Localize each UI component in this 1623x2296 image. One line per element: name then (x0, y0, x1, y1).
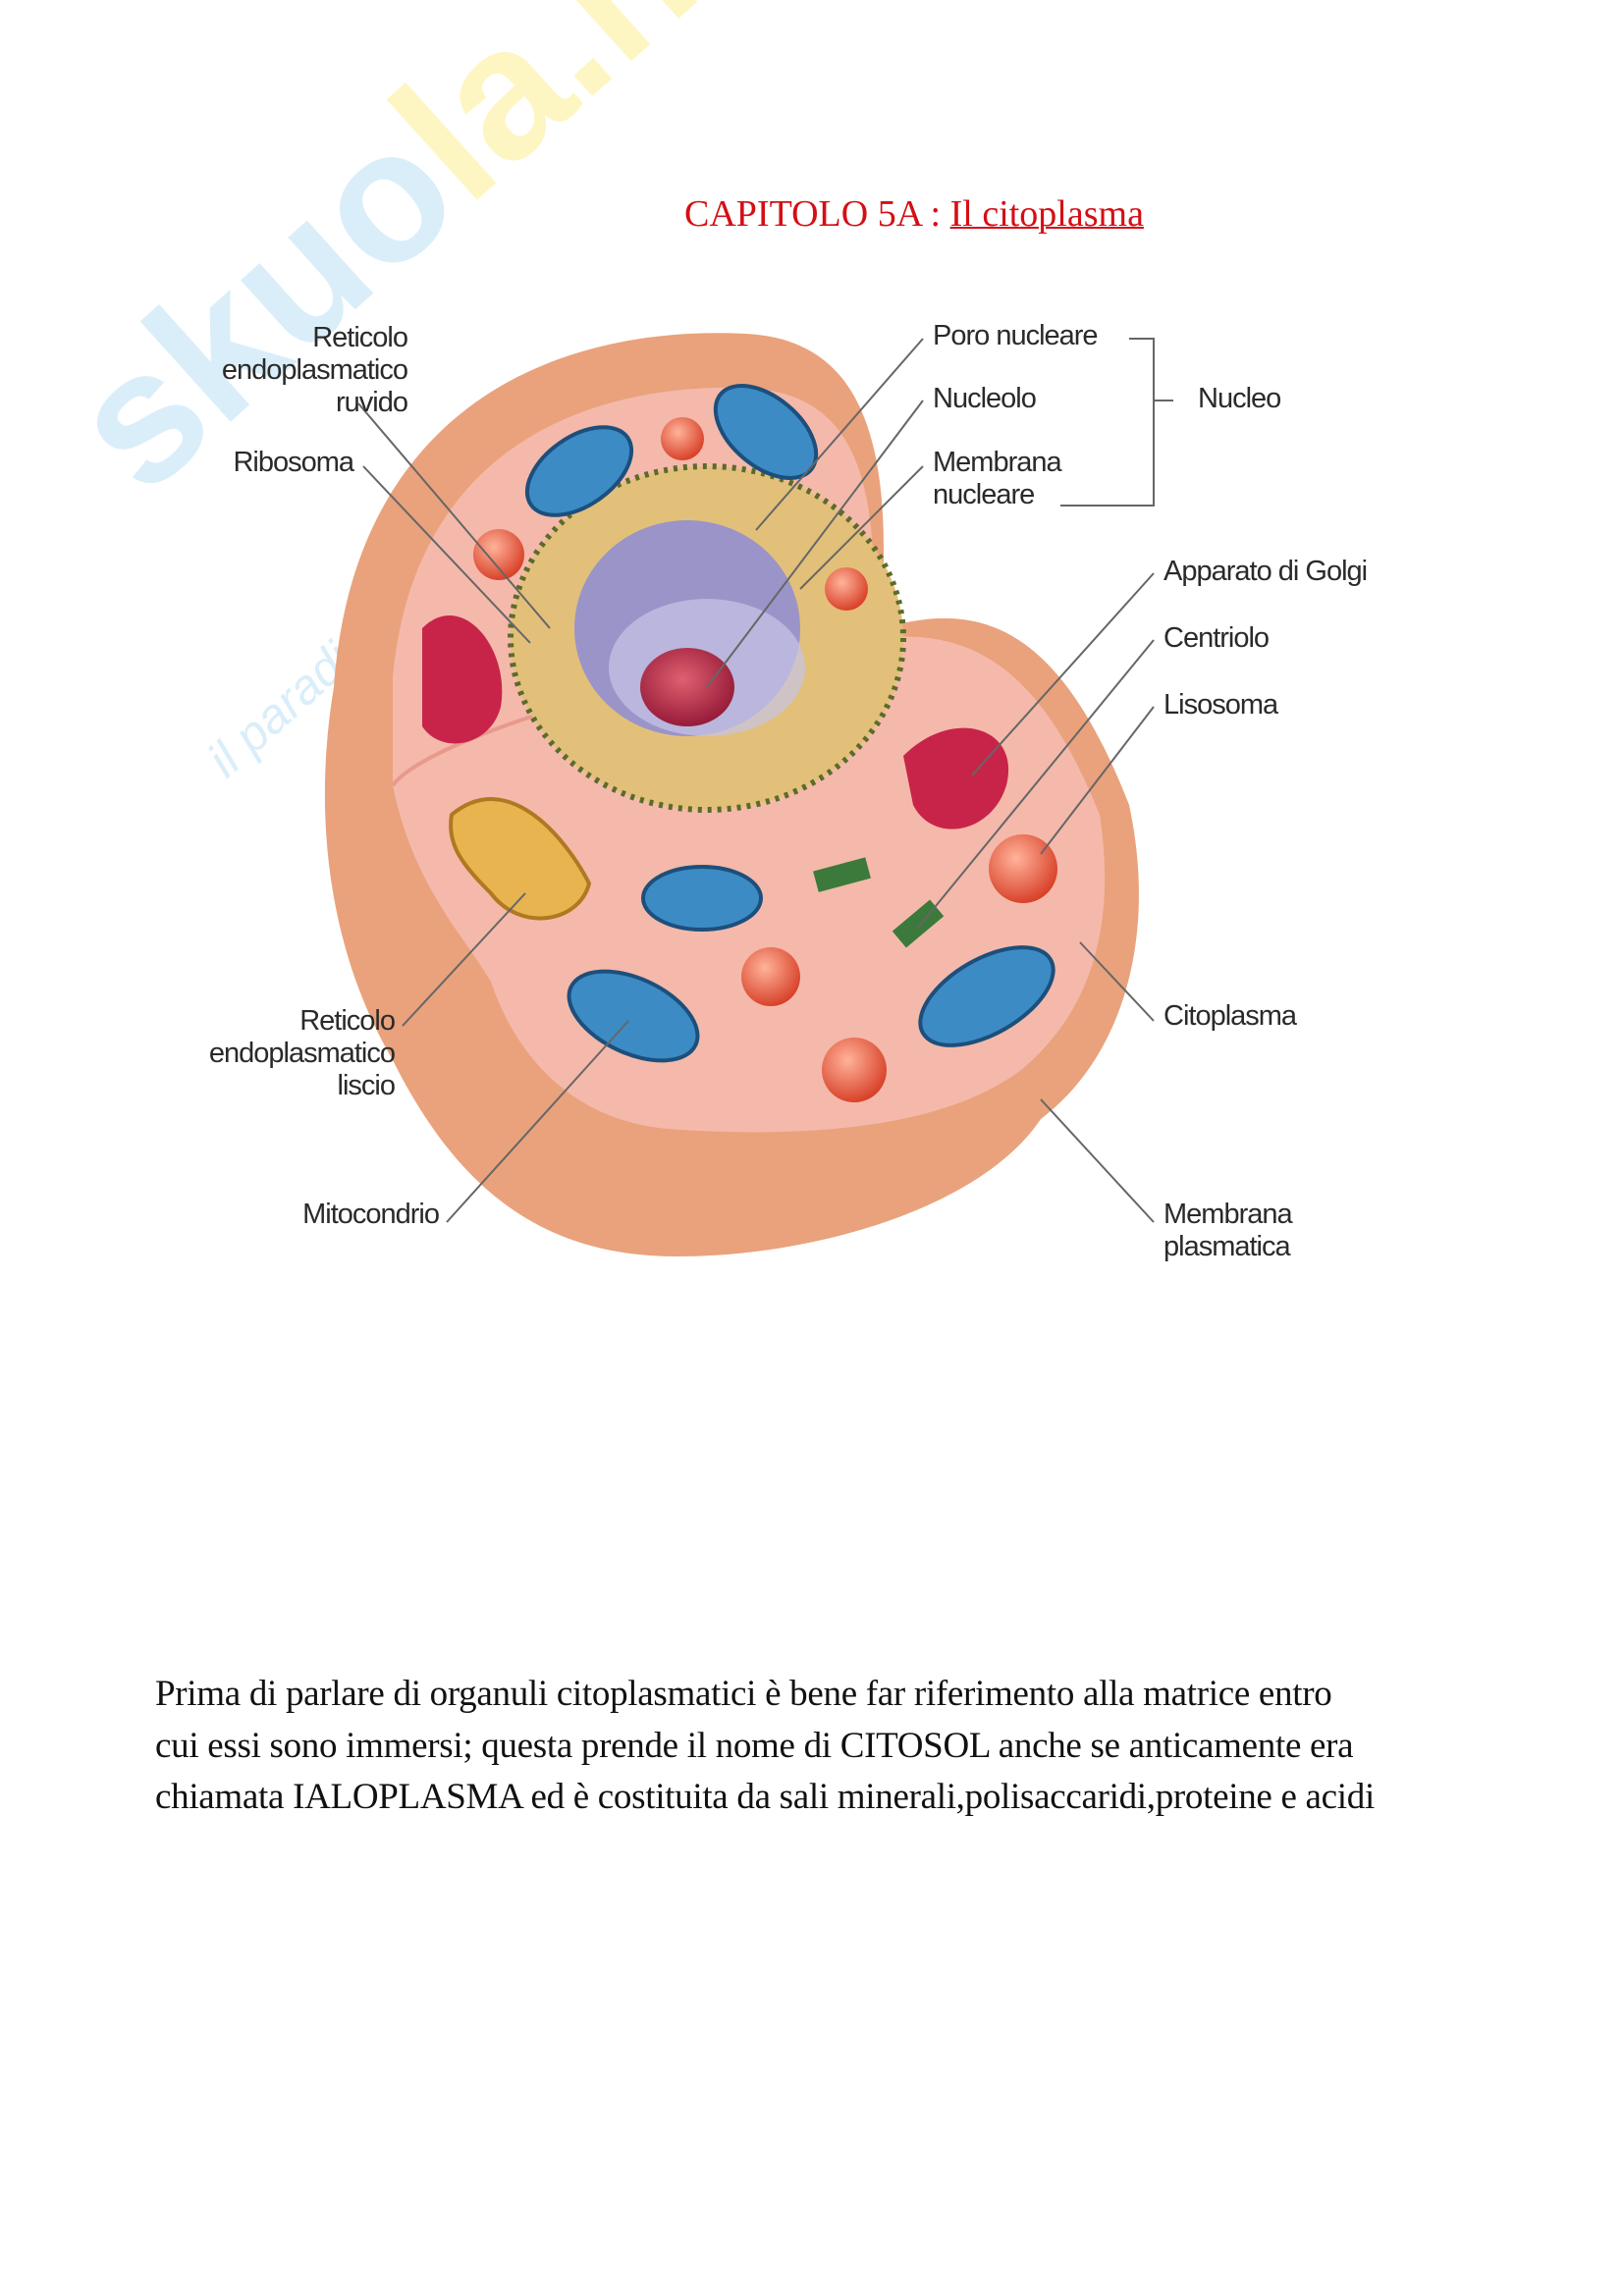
smooth-er (449, 797, 592, 921)
paragraph-line: cui essi sono immersi; questa prende il … (155, 1725, 1354, 1766)
lysosome (741, 947, 800, 1006)
mitochondrion (567, 969, 700, 1063)
lysosome (822, 1038, 887, 1102)
label-cytoplasm: Citoplasma (1163, 1000, 1297, 1032)
chapter-number: CAPITOLO 5A : (684, 193, 942, 235)
golgi-apparatus (422, 615, 503, 744)
label-nucleus: Nucleo (1198, 383, 1281, 414)
label-lysosome: Lisosoma (1163, 689, 1278, 721)
lysosome (661, 417, 704, 460)
mitochondrion (918, 945, 1055, 1047)
lysosome (989, 834, 1057, 903)
mitochondrion (641, 865, 763, 932)
chapter-title: Il citoplasma (949, 193, 1144, 235)
paragraph-line: chiamata IALOPLASMA ed è costituita da s… (155, 1777, 1375, 1817)
label-ribosome: Ribosoma (233, 447, 354, 478)
mitochondrion (713, 384, 819, 480)
body-paragraph: Prima di parlare di organuli citoplasmat… (155, 1669, 1375, 1824)
paragraph-line: Prima di parlare di organuli citoplasmat… (155, 1674, 1332, 1714)
centriole (813, 857, 871, 892)
label-nuclear-pore: Poro nucleare (933, 320, 1099, 351)
label-nucleolus: Nucleolo (933, 383, 1037, 414)
label-golgi: Apparato di Golgi (1163, 556, 1368, 587)
mitochondrion (524, 425, 634, 517)
page-title: CAPITOLO 5A : Il citoplasma (684, 192, 1144, 236)
label-centriole: Centriolo (1163, 622, 1270, 654)
label-mitochondrion: Mitocondrio (302, 1199, 440, 1230)
golgi-apparatus (903, 727, 1009, 829)
lysosome (825, 567, 868, 611)
lysosome (473, 529, 524, 580)
nucleolus (640, 648, 734, 726)
